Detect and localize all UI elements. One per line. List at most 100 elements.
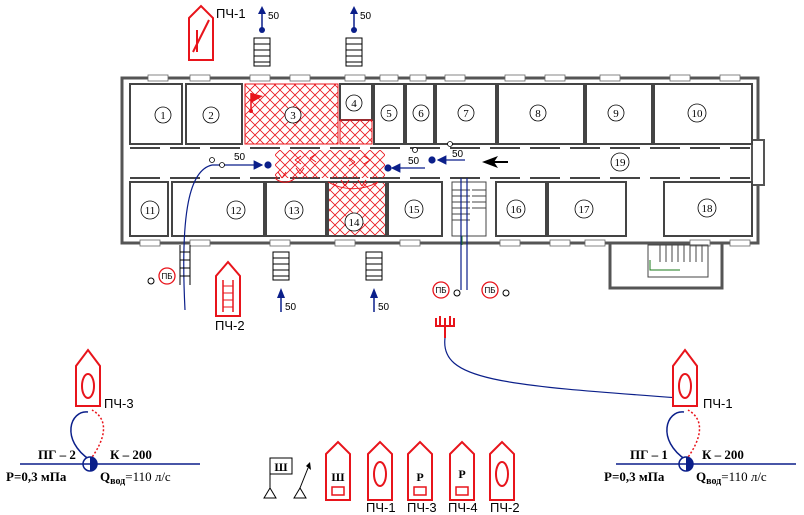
- fire-zone: [244, 83, 387, 237]
- top-hose-value-left: 50: [268, 11, 280, 22]
- top-ladder-left: [253, 6, 271, 67]
- windows: [139, 74, 751, 247]
- legend-label-3: ПЧ-4: [448, 500, 478, 515]
- bottom-ladder-right: [365, 251, 383, 312]
- room-9: 9: [607, 104, 625, 122]
- corridor-hose-value-mid: 50: [408, 156, 420, 167]
- legend-tanker-icon-1: [367, 440, 393, 501]
- room-7: 7: [457, 104, 475, 122]
- room-6: 6: [412, 104, 430, 122]
- room-5: 5: [380, 104, 398, 122]
- room-4: 4: [345, 94, 363, 112]
- legend-label-4: ПЧ-2: [490, 500, 520, 515]
- hydrant-left-flow: Qвод=110 л/с: [100, 469, 171, 487]
- svg-text:15: 15: [409, 204, 421, 216]
- pch1-ladder-truck-icon: [188, 4, 214, 61]
- pb-marker-right: ПБ: [481, 281, 510, 299]
- room-17: 17: [574, 199, 594, 219]
- pch2-ladder-truck-icon: [215, 260, 241, 317]
- staircase-right: [647, 244, 709, 278]
- fire-origin-flag-icon: [249, 93, 263, 113]
- svg-text:11: 11: [145, 205, 156, 217]
- room-3: 3: [284, 106, 302, 124]
- left-wall-ladder-icon: [179, 245, 191, 285]
- svg-text:3: 3: [290, 110, 296, 122]
- pch2-label: ПЧ-2: [215, 318, 245, 333]
- hydrant-left-name: ПГ – 2: [38, 447, 76, 462]
- room-labels: 1 2 3 4 5 6 7 8 9 10 11 12 13 14 15 16 1…: [140, 94, 717, 232]
- bottom-hose-value-right: 50: [378, 302, 390, 313]
- bottom-ladder-left: [272, 251, 290, 312]
- svg-text:14: 14: [349, 217, 361, 229]
- hydrant-right-tank: К – 200: [702, 447, 744, 462]
- svg-text:ПБ: ПБ: [162, 272, 173, 281]
- hydrant-right-hoses: [666, 409, 701, 461]
- bottom-hose-value-left: 50: [285, 302, 297, 313]
- svg-text:19: 19: [615, 157, 627, 169]
- pch1-top-label: ПЧ-1: [216, 6, 246, 21]
- room-1: 1: [154, 106, 172, 124]
- pch3-tanker-icon: [75, 348, 101, 407]
- room-16: 16: [506, 199, 526, 219]
- pch3-label: ПЧ-3: [104, 396, 134, 411]
- pch1-right-label: ПЧ-1: [703, 396, 733, 411]
- svg-text:16: 16: [511, 204, 523, 216]
- svg-text:10: 10: [692, 108, 704, 120]
- svg-text:17: 17: [579, 204, 591, 216]
- svg-text:18: 18: [702, 203, 714, 215]
- legend-pump-icon-2: Р: [449, 440, 475, 501]
- room-13: 13: [284, 200, 304, 220]
- room-walls: [129, 83, 753, 237]
- room-12: 12: [226, 200, 246, 220]
- room-19: 19: [610, 152, 630, 172]
- room-18: 18: [697, 198, 717, 218]
- svg-text:8: 8: [535, 108, 541, 120]
- svg-text:6: 6: [418, 108, 424, 120]
- hydrant-right-name: ПГ – 1: [630, 447, 668, 462]
- svg-text:Р: Р: [458, 467, 465, 481]
- legend-hq-flag-icon: Ш: [263, 457, 293, 499]
- legend-label-2: ПЧ-3: [407, 500, 437, 515]
- pb-marker-center: ПБ: [432, 281, 461, 299]
- room-11: 11: [140, 200, 160, 220]
- hydrant-left-icon: [20, 456, 200, 472]
- pb-marker-left: ПБ: [147, 267, 176, 285]
- svg-text:13: 13: [289, 205, 301, 217]
- svg-text:ПБ: ПБ: [436, 286, 447, 295]
- legend-tanker-icon-2: [489, 440, 515, 501]
- room-14: 14: [344, 212, 364, 232]
- room-2: 2: [202, 106, 220, 124]
- entry-arrow-icon: [482, 156, 508, 168]
- legend-label-1: ПЧ-1: [366, 500, 396, 515]
- hydrant-left-tank: К – 200: [110, 447, 152, 462]
- valve-icons: [209, 141, 453, 168]
- top-hose-value-right: 50: [360, 11, 372, 22]
- top-ladder-right: [345, 6, 363, 67]
- svg-text:1: 1: [160, 110, 166, 122]
- hydrant-right-flow: Qвод=110 л/с: [696, 469, 767, 487]
- svg-text:7: 7: [463, 108, 469, 120]
- fire-spread-arrows: [277, 153, 371, 187]
- svg-text:5: 5: [386, 108, 392, 120]
- hydrant-left-pressure: Р=0,3 мПа: [6, 469, 67, 484]
- pch1-tanker-icon: [672, 348, 698, 407]
- legend-hq-vehicle-icon: Ш: [325, 440, 351, 501]
- corridor-hose-value-right: 50: [452, 149, 464, 160]
- svg-text:Р: Р: [416, 470, 423, 484]
- svg-text:Ш: Ш: [331, 470, 344, 484]
- hydrant-left-hoses: [70, 409, 105, 461]
- svg-text:4: 4: [351, 98, 357, 110]
- fire-nozzle-icon: [435, 316, 455, 338]
- hydrant-right-pressure: Р=0,3 мПа: [604, 469, 665, 484]
- legend-signal-icon: [293, 462, 311, 499]
- room-10: 10: [687, 103, 707, 123]
- svg-text:2: 2: [208, 110, 214, 122]
- room-15: 15: [404, 199, 424, 219]
- svg-text:ПБ: ПБ: [485, 286, 496, 295]
- svg-text:12: 12: [231, 205, 242, 217]
- legend-pump-icon-1: Р: [407, 440, 433, 501]
- svg-text:9: 9: [613, 108, 619, 120]
- room-8: 8: [529, 104, 547, 122]
- svg-text:Ш: Ш: [274, 460, 287, 474]
